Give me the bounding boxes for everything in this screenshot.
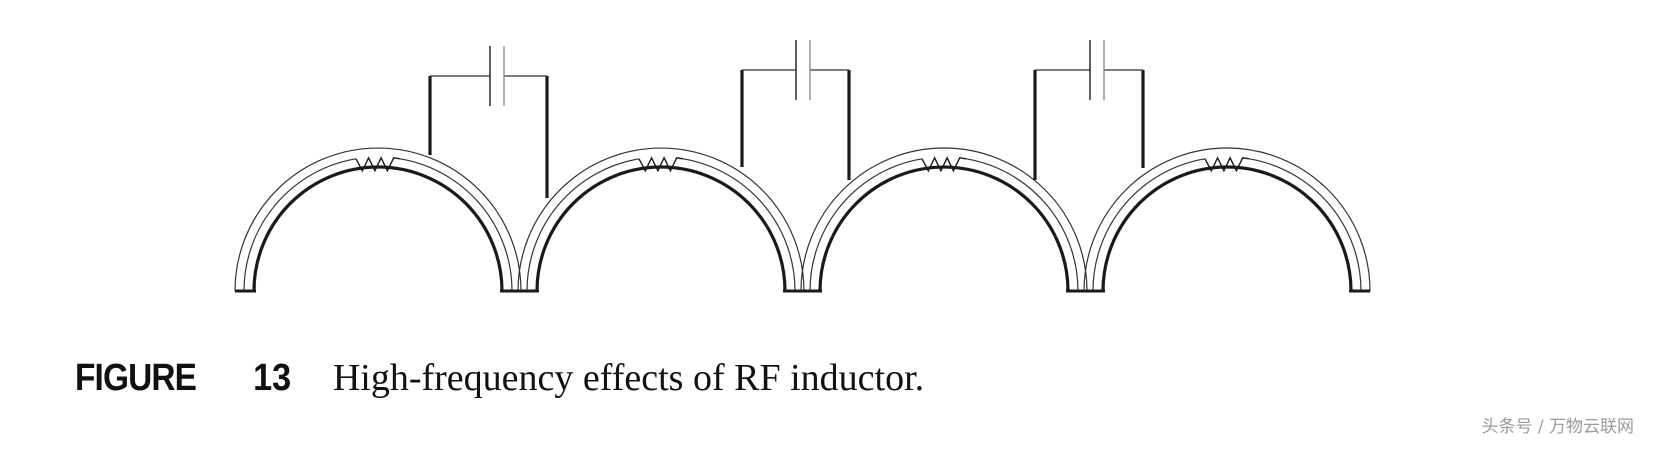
- turn-mid-line: [682, 158, 796, 292]
- turn-outer-line: [800, 147, 1088, 292]
- rf-inductor-diagram: [234, 40, 1371, 293]
- turn-conductor: [535, 165, 787, 292]
- inductor-turn: [517, 147, 805, 293]
- capacitor: [1033, 40, 1145, 180]
- watermark: 头条号 / 万物云联网: [1481, 417, 1634, 437]
- turn-conductor: [1101, 165, 1353, 292]
- turn-mid-line: [1092, 158, 1206, 292]
- turn-conductor: [818, 165, 1070, 292]
- turn-mid-line: [809, 158, 923, 292]
- figure-caption: FIGURE 13 High-frequency effects of RF i…: [75, 356, 924, 400]
- figure-title: High-frequency effects of RF inductor.: [332, 357, 925, 399]
- parasitic-capacitors: [428, 40, 1145, 198]
- turn-conductor: [252, 165, 504, 292]
- inductor-turn: [800, 147, 1088, 293]
- turn-mid-line: [399, 158, 513, 292]
- turn-mid-line: [1248, 158, 1362, 292]
- figure-label: FIGURE: [75, 357, 197, 399]
- inductor-turns: [234, 147, 1371, 293]
- inductor-turn: [234, 147, 522, 293]
- inductor-turn: [1083, 147, 1371, 293]
- turn-mid-line: [965, 158, 1079, 292]
- figure-number: 13: [252, 357, 291, 399]
- turn-outer-line: [517, 147, 805, 292]
- capacitor: [740, 40, 851, 180]
- turn-outer-line: [1083, 147, 1371, 292]
- turn-outer-line: [234, 147, 522, 292]
- turn-mid-line: [243, 158, 357, 292]
- turn-mid-line: [526, 158, 640, 292]
- capacitor: [428, 46, 549, 198]
